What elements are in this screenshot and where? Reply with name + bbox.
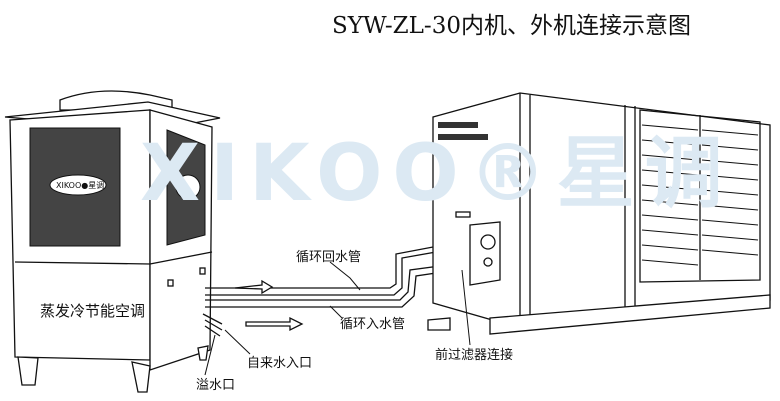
watermark: XIKOO®星调	[140, 129, 733, 219]
gauge-icon	[480, 234, 496, 250]
unit-panel-text: 蒸发冷节能空调	[40, 302, 146, 320]
label-supply-pipe: 循环入水管	[340, 317, 406, 332]
label-pre-filter: 前过滤器连接	[435, 348, 514, 363]
logo-text: XIKOO●星调	[56, 181, 104, 190]
pipes	[202, 239, 471, 337]
connection-plate	[469, 221, 501, 286]
logo-oval	[49, 174, 107, 196]
louvers	[641, 124, 759, 266]
nameplate-mark	[438, 134, 488, 140]
label-return-pipe: 循环回水管	[296, 250, 362, 265]
label-overflow: 溢水口	[196, 378, 236, 393]
diagram-title: SYW-ZL-30内机、外机连接示意图	[332, 13, 691, 39]
indoor-unit	[427, 92, 771, 335]
leader-lines	[204, 261, 471, 376]
supply-arrow	[245, 316, 304, 332]
nameplate-mark	[438, 122, 478, 128]
label-tap-water-inlet: 自来水入口	[247, 356, 313, 371]
outdoor-unit: XIKOO●星调	[4, 90, 221, 393]
return-arrow	[234, 279, 274, 295]
